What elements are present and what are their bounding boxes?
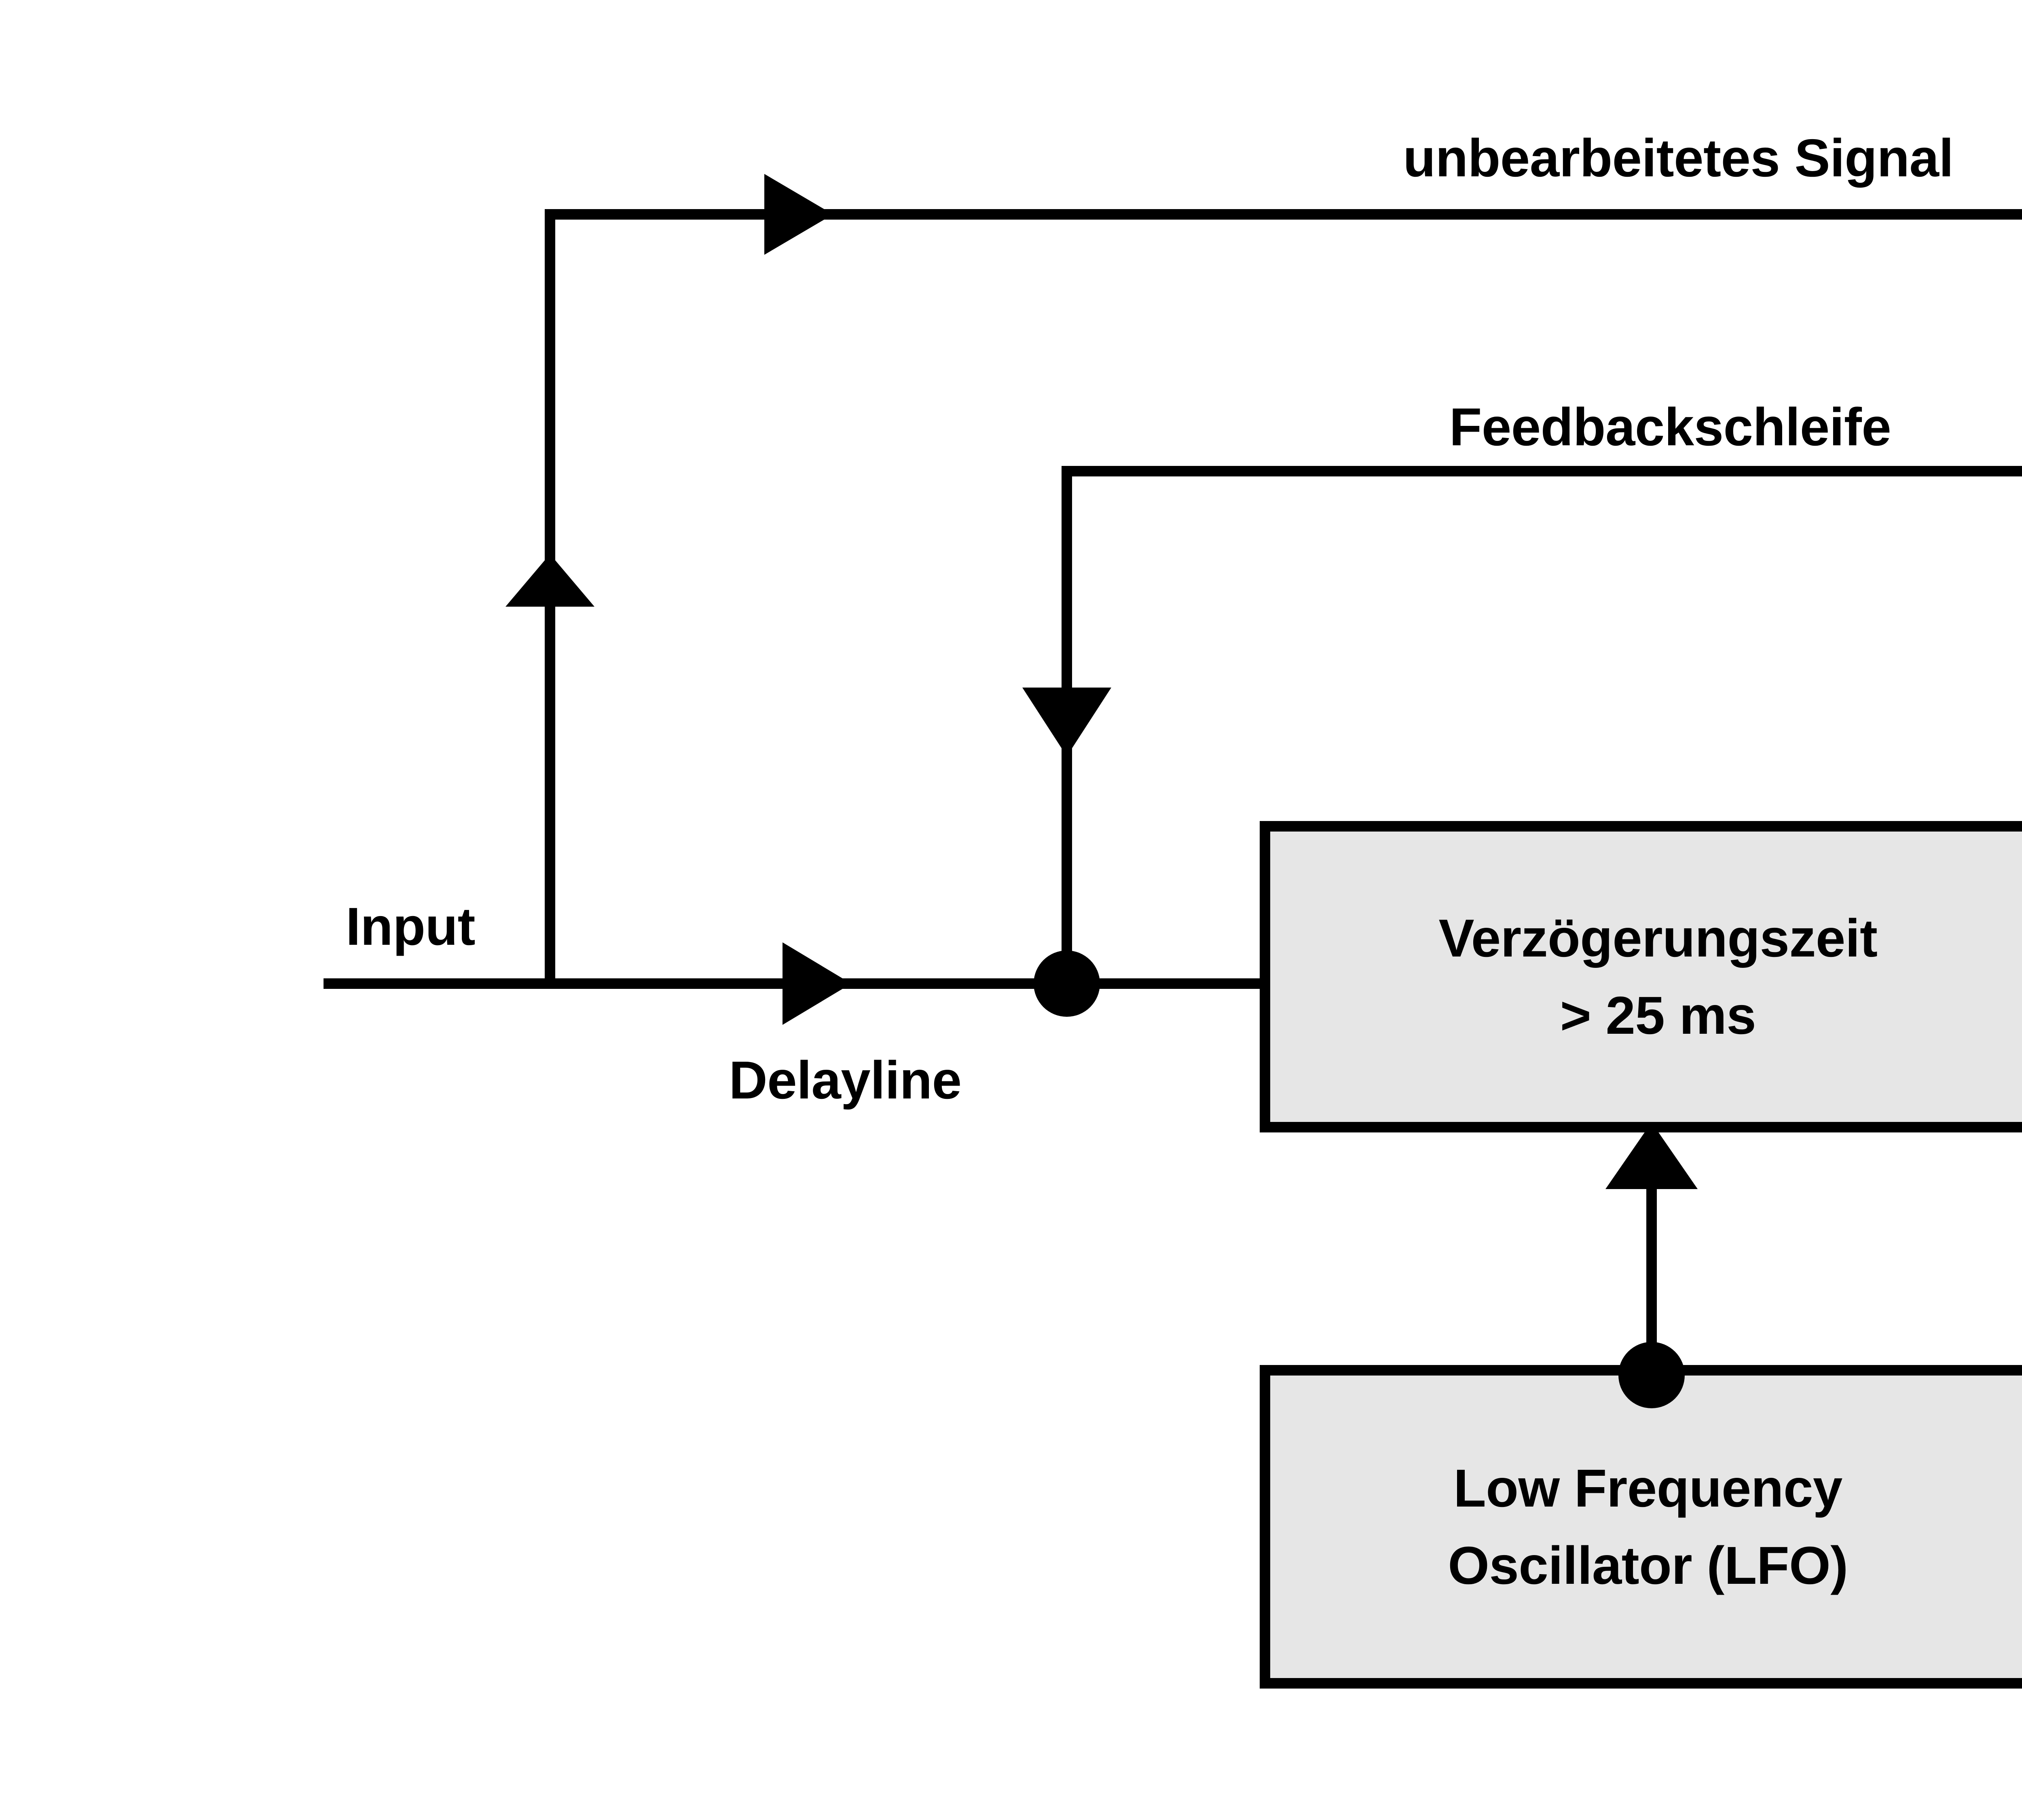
delayline-arrowhead-icon xyxy=(783,942,851,1025)
delay-block-text: Verzögerungszeit > 25 ms xyxy=(1265,826,2022,1127)
delayline-label: Delayline xyxy=(729,1050,962,1110)
feedback-loop-label: Feedbackschleife xyxy=(1449,397,1891,457)
dry-path-arrowhead-left-icon xyxy=(764,174,833,255)
lfo-block-line1: Low Frequency xyxy=(1453,1458,1842,1518)
dry-path-label: unbearbeitetes Signal xyxy=(1403,128,1954,188)
junction-dot-delay-input xyxy=(1034,950,1100,1017)
input-label: Input xyxy=(346,897,476,956)
dry-path-up-arrowhead-icon xyxy=(506,554,594,607)
delay-block-rect xyxy=(1260,821,2022,1132)
lfo-block-line2: Oscillator (LFO) xyxy=(1448,1536,1848,1595)
delay-block-line2: > 25 ms xyxy=(1560,986,1756,1045)
lfo-modulation-arrowhead-icon xyxy=(1605,1122,1698,1189)
junction-dot-lfo-top xyxy=(1618,1342,1685,1408)
delay-block-line1: Verzögerungszeit xyxy=(1438,908,1878,968)
feedback-down-arrowhead-icon xyxy=(1022,688,1111,756)
lfo-block-text: Low Frequency Oscillator (LFO) xyxy=(1265,1370,2022,1683)
